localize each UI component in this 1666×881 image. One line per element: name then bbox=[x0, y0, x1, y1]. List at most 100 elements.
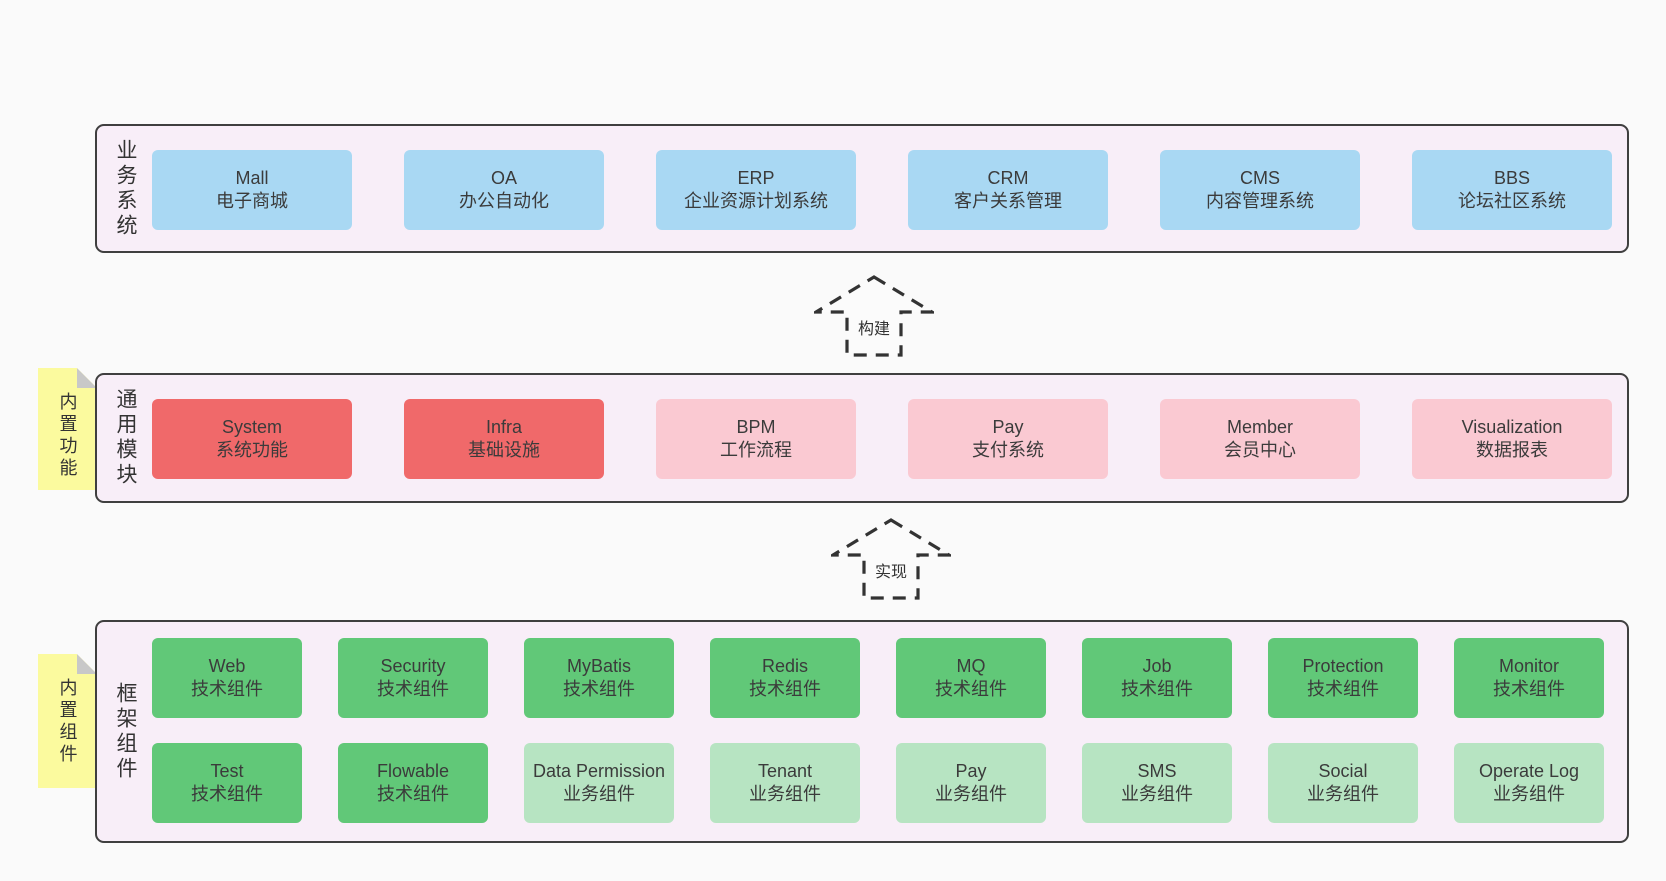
box-desc: 客户关系管理 bbox=[954, 191, 1062, 211]
box-desc: 系统功能 bbox=[216, 440, 288, 460]
box-name: System bbox=[221, 416, 282, 437]
box-test: Test 技术组件 bbox=[152, 743, 302, 823]
box-monitor: Monitor 技术组件 bbox=[1454, 638, 1604, 718]
box-desc: 技术组件 bbox=[749, 679, 821, 699]
box-desc: 基础设施 bbox=[468, 440, 540, 460]
box-tenant: Tenant 业务组件 bbox=[710, 743, 860, 823]
box-name: Test bbox=[210, 760, 244, 781]
arrow-implement: 实现 bbox=[831, 518, 951, 600]
box-desc: 业务组件 bbox=[749, 784, 821, 804]
box-name: Pay bbox=[992, 416, 1024, 437]
box-desc: 电子商城 bbox=[216, 191, 288, 211]
box-crm: CRM 客户关系管理 bbox=[908, 150, 1108, 230]
box-name: Infra bbox=[485, 416, 523, 437]
box-desc: 论坛社区系统 bbox=[1458, 191, 1566, 211]
box-protection: Protection 技术组件 bbox=[1268, 638, 1418, 718]
box-name: BBS bbox=[1493, 167, 1531, 188]
band-label: 业务系统 bbox=[114, 138, 137, 239]
box-infra: Infra 基础设施 bbox=[404, 399, 604, 479]
box-name: Protection bbox=[1302, 655, 1384, 676]
box-name: CMS bbox=[1240, 167, 1280, 188]
box-mybatis: MyBatis 技术组件 bbox=[524, 638, 674, 718]
sticky-note-builtin-features: 内置功能 bbox=[38, 368, 97, 490]
box-name: Tenant bbox=[757, 760, 813, 781]
box-name: Job bbox=[1142, 655, 1172, 676]
folded-corner-icon bbox=[77, 368, 97, 388]
box-redis: Redis 技术组件 bbox=[710, 638, 860, 718]
box-desc: 技术组件 bbox=[1493, 679, 1565, 699]
arrow-build: 构建 bbox=[814, 275, 934, 357]
box-desc: 内容管理系统 bbox=[1206, 191, 1314, 211]
box-desc: 支付系统 bbox=[972, 440, 1044, 460]
box-desc: 技术组件 bbox=[1307, 679, 1379, 699]
box-desc: 业务组件 bbox=[1307, 784, 1379, 804]
box-job: Job 技术组件 bbox=[1082, 638, 1232, 718]
sticky-note-builtin-components: 内置组件 bbox=[38, 654, 97, 788]
box-desc: 技术组件 bbox=[377, 784, 449, 804]
box-desc: 技术组件 bbox=[191, 679, 263, 699]
box-mq: MQ 技术组件 bbox=[896, 638, 1046, 718]
box-desc: 企业资源计划系统 bbox=[684, 191, 828, 211]
box-name: MQ bbox=[956, 655, 986, 676]
band-business-systems: 业务系统 Mall 电子商城 OA 办公自动化 ERP 企业资源计划系统 CRM 客户关系管理… bbox=[95, 124, 1629, 253]
box-desc: 技术组件 bbox=[935, 679, 1007, 699]
band-row: System 系统功能 Infra 基础设施 BPM 工作流程 Pay 支付系统 Member 会… bbox=[152, 399, 1612, 479]
box-name: Monitor bbox=[1498, 655, 1560, 676]
box-name: Security bbox=[380, 655, 446, 676]
box-member: Member 会员中心 bbox=[1160, 399, 1360, 479]
box-desc: 技术组件 bbox=[377, 679, 449, 699]
sticky-note-text: 内置组件 bbox=[57, 678, 78, 766]
box-desc: 技术组件 bbox=[191, 784, 263, 804]
box-desc: 业务组件 bbox=[935, 784, 1007, 804]
box-flowable: Flowable 技术组件 bbox=[338, 743, 488, 823]
sticky-note-text: 内置功能 bbox=[57, 392, 78, 480]
box-name: Operate Log bbox=[1478, 760, 1580, 781]
box-name: MyBatis bbox=[566, 655, 631, 676]
box-name: Visualization bbox=[1461, 416, 1563, 437]
box-name: Member bbox=[1226, 416, 1293, 437]
box-cms: CMS 内容管理系统 bbox=[1160, 150, 1360, 230]
box-system: System 系统功能 bbox=[152, 399, 352, 479]
box-erp: ERP 企业资源计划系统 bbox=[656, 150, 856, 230]
box-pay: Pay 支付系统 bbox=[908, 399, 1108, 479]
box-bbs: BBS 论坛社区系统 bbox=[1412, 150, 1612, 230]
box-desc: 业务组件 bbox=[1493, 784, 1565, 804]
box-name: SMS bbox=[1137, 760, 1177, 781]
box-name: OA bbox=[490, 167, 517, 188]
box-name: Web bbox=[208, 655, 246, 676]
box-name: Flowable bbox=[376, 760, 450, 781]
box-web: Web 技术组件 bbox=[152, 638, 302, 718]
box-name: ERP bbox=[737, 167, 775, 188]
box-name: Data Permission bbox=[532, 760, 666, 781]
box-social: Social 业务组件 bbox=[1268, 743, 1418, 823]
box-desc: 技术组件 bbox=[563, 679, 635, 699]
box-desc: 技术组件 bbox=[1121, 679, 1193, 699]
band-label: 通用模块 bbox=[114, 388, 137, 488]
arrow-label: 实现 bbox=[873, 558, 909, 582]
box-operate-log: Operate Log 业务组件 bbox=[1454, 743, 1604, 823]
box-desc: 办公自动化 bbox=[459, 191, 549, 211]
box-desc: 工作流程 bbox=[720, 440, 792, 460]
box-name: BPM bbox=[736, 416, 776, 437]
band-label: 框架组件 bbox=[114, 681, 137, 782]
band-row: Mall 电子商城 OA 办公自动化 ERP 企业资源计划系统 CRM 客户关系管理 CMS 内容… bbox=[152, 150, 1612, 230]
band-rows: System 系统功能 Infra 基础设施 BPM 工作流程 Pay 支付系统 Member 会… bbox=[152, 399, 1612, 479]
box-security: Security 技术组件 bbox=[338, 638, 488, 718]
box-bpm: BPM 工作流程 bbox=[656, 399, 856, 479]
band-common-modules: 通用模块 System 系统功能 Infra 基础设施 BPM 工作流程 Pay 支付系统 Me… bbox=[95, 373, 1629, 503]
box-name: CRM bbox=[987, 167, 1029, 188]
box-name: Social bbox=[1318, 760, 1368, 781]
box-oa: OA 办公自动化 bbox=[404, 150, 604, 230]
box-desc: 会员中心 bbox=[1224, 440, 1296, 460]
box-name: Mall bbox=[235, 167, 269, 188]
box-name: Redis bbox=[761, 655, 809, 676]
